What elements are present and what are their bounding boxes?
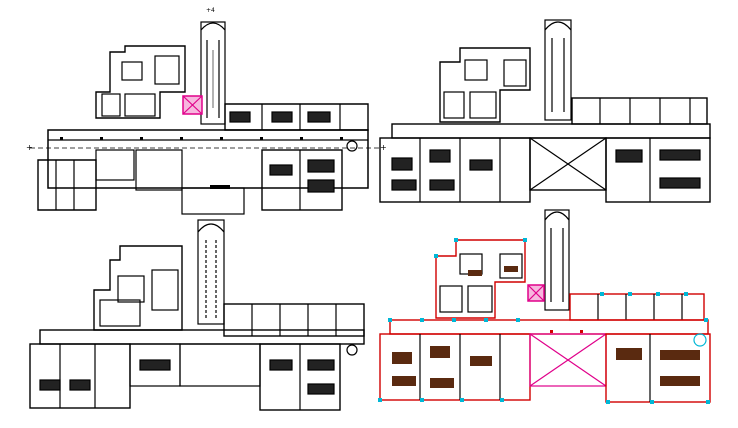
plan-4 bbox=[378, 209, 711, 404]
right-axis-marker: + bbox=[380, 143, 387, 152]
north-marker: +4 bbox=[206, 7, 215, 14]
left-axis-marker: + bbox=[26, 143, 33, 152]
plan-3 bbox=[29, 219, 365, 411]
plan-1: +4 bbox=[26, 7, 387, 215]
plan-2 bbox=[379, 19, 711, 203]
